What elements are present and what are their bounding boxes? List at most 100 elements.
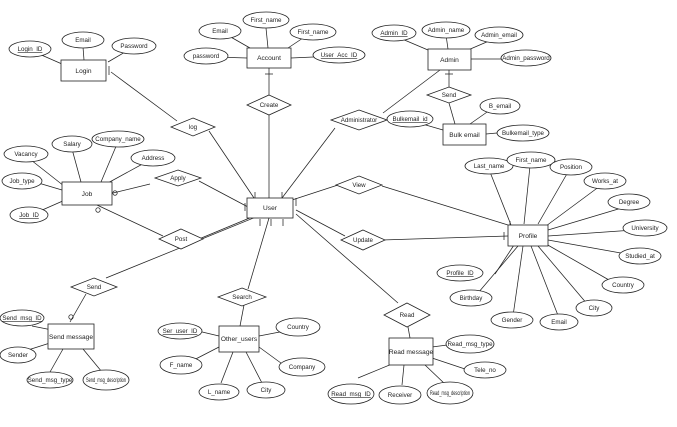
svg-text:Salary: Salary: [63, 141, 81, 148]
svg-text:Send message: Send message: [49, 334, 93, 341]
attribute-job-vacancy: Vacancy: [3, 145, 49, 163]
attribute-account-first-name: First_name: [289, 23, 337, 41]
attribute-other-users-fname: F_name: [159, 355, 203, 375]
connectors: [27, 27, 635, 386]
attribute-account-first-name-top: First_name: [242, 11, 290, 29]
svg-text:Job_ID: Job_ID: [19, 212, 39, 219]
attribute-other-users-city: City: [246, 381, 286, 399]
relationship-apply: Apply: [153, 169, 203, 187]
entities: Login Account Admin Bulk email Job User …: [47, 47, 549, 366]
svg-text:Read_msg_ID: Read_msg_ID: [331, 391, 371, 398]
svg-text:First_name: First_name: [298, 29, 330, 36]
relationship-administrator: Administrator: [329, 109, 389, 131]
relationship-update: Update: [340, 229, 386, 251]
svg-text:Country: Country: [612, 282, 635, 289]
entity-bulk-email: Bulk email: [442, 123, 487, 146]
attribute-account-user-id: User_Acc_ID: [312, 46, 366, 64]
svg-text:Profile_ID: Profile_ID: [446, 270, 474, 277]
attribute-other-users-country: Country: [275, 317, 321, 337]
attribute-send-msg-description: Send_msg_description: [82, 369, 130, 391]
attribute-login-email: Email: [61, 31, 105, 49]
svg-text:Job: Job: [82, 191, 93, 198]
attribute-job-salary: Salary: [51, 135, 93, 153]
svg-text:Read_msg_description: Read_msg_description: [430, 390, 470, 397]
svg-text:Position: Position: [560, 164, 583, 171]
svg-text:Admin_name: Admin_name: [428, 27, 465, 34]
entity-admin: Admin: [427, 48, 472, 71]
svg-text:Receiver: Receiver: [388, 392, 412, 399]
svg-text:City: City: [261, 387, 273, 394]
svg-text:Admin_ID: Admin_ID: [380, 30, 408, 37]
svg-text:Admin_password: Admin_password: [502, 55, 550, 62]
attribute-profile-last-name: Last_name: [464, 157, 514, 175]
relationship-search: Search: [216, 287, 268, 307]
svg-text:Degree: Degree: [619, 199, 640, 206]
svg-text:Studied_at: Studied_at: [625, 253, 655, 260]
svg-text:Create: Create: [260, 102, 279, 109]
svg-text:Gender: Gender: [502, 317, 523, 324]
attribute-job-company-name: Company_name: [91, 130, 145, 148]
svg-text:Send_msg_ID: Send_msg_ID: [2, 315, 42, 322]
attribute-login-id: Login_ID: [8, 40, 52, 58]
attribute-send-msg-id: Send_msg_ID: [0, 309, 45, 327]
svg-text:Read_msg_type: Read_msg_type: [447, 341, 493, 348]
attribute-bulkemail-email: B_email: [479, 97, 521, 115]
svg-text:Login: Login: [75, 68, 91, 75]
svg-text:F_name: F_name: [170, 362, 193, 369]
svg-text:Admin_email: Admin_email: [481, 32, 517, 39]
svg-text:Administrator: Administrator: [341, 117, 377, 124]
svg-text:Send_msg_description: Send_msg_description: [86, 377, 126, 384]
attributes: Email Password Login_ID Email First_name…: [0, 11, 668, 405]
svg-text:Other_users: Other_users: [221, 336, 258, 343]
attribute-other-users-lname: L_name: [198, 383, 240, 401]
attribute-admin-name: Admin_name: [421, 21, 471, 39]
attribute-admin-password: Admin_password: [500, 49, 552, 67]
svg-text:Send: Send: [87, 284, 102, 291]
svg-text:Works_at: Works_at: [592, 178, 618, 185]
attribute-profile-works-at: Works_at: [583, 172, 627, 190]
svg-text:Read message: Read message: [389, 349, 434, 356]
attribute-login-password: Password: [111, 37, 157, 55]
svg-text:Ser_user_ID: Ser_user_ID: [163, 328, 198, 335]
relationship-post: Post: [158, 228, 204, 250]
relationship-create: Create: [246, 94, 292, 116]
svg-text:Bulkemail_id: Bulkemail_id: [392, 116, 428, 123]
attribute-job-id: Job_ID: [9, 206, 49, 224]
attribute-profile-id: Profile_ID: [436, 264, 484, 282]
entity-job: Job: [61, 181, 113, 206]
attribute-bulkemail-type: Bulkemail_type: [496, 124, 550, 142]
svg-text:Bulkemail_type: Bulkemail_type: [502, 130, 545, 137]
svg-text:Last_name: Last_name: [474, 163, 505, 170]
svg-text:Search: Search: [232, 294, 252, 301]
relationship-send: Send: [69, 277, 119, 297]
svg-text:Sender: Sender: [8, 352, 28, 359]
svg-text:View: View: [352, 182, 366, 189]
svg-text:Read: Read: [400, 312, 415, 319]
attribute-profile-birthday: Birthday: [449, 289, 493, 307]
svg-text:Bulk email: Bulk email: [449, 132, 480, 139]
svg-text:Address: Address: [142, 155, 165, 162]
attribute-send-msg-sender: Sender: [0, 346, 37, 364]
svg-text:Birthday: Birthday: [460, 295, 484, 302]
svg-text:University: University: [631, 225, 659, 232]
attribute-profile-university: University: [622, 219, 668, 237]
attribute-admin-id: Admin_ID: [371, 24, 417, 42]
svg-text:Send: Send: [442, 92, 457, 99]
svg-text:Vacancy: Vacancy: [14, 151, 38, 158]
svg-text:Company_name: Company_name: [95, 136, 141, 143]
svg-text:log: log: [189, 124, 198, 131]
attribute-read-msg-receiver: Receiver: [378, 385, 422, 405]
svg-text:L_name: L_name: [208, 389, 231, 396]
attribute-read-msg-description: Read_msg_description: [426, 381, 474, 405]
attribute-account-email: Email: [198, 22, 242, 40]
svg-text:B_email: B_email: [489, 103, 511, 110]
svg-text:Job_type: Job_type: [9, 178, 35, 185]
svg-text:Admin: Admin: [440, 57, 459, 64]
relationship-view: View: [334, 175, 384, 195]
attribute-profile-email: Email: [539, 313, 579, 331]
attribute-profile-first-name: First_name: [506, 151, 556, 169]
relationships: Create Send log Administrator Apply Post…: [69, 86, 473, 328]
svg-text:Login_ID: Login_ID: [18, 46, 43, 53]
attribute-account-password: password: [183, 47, 229, 65]
